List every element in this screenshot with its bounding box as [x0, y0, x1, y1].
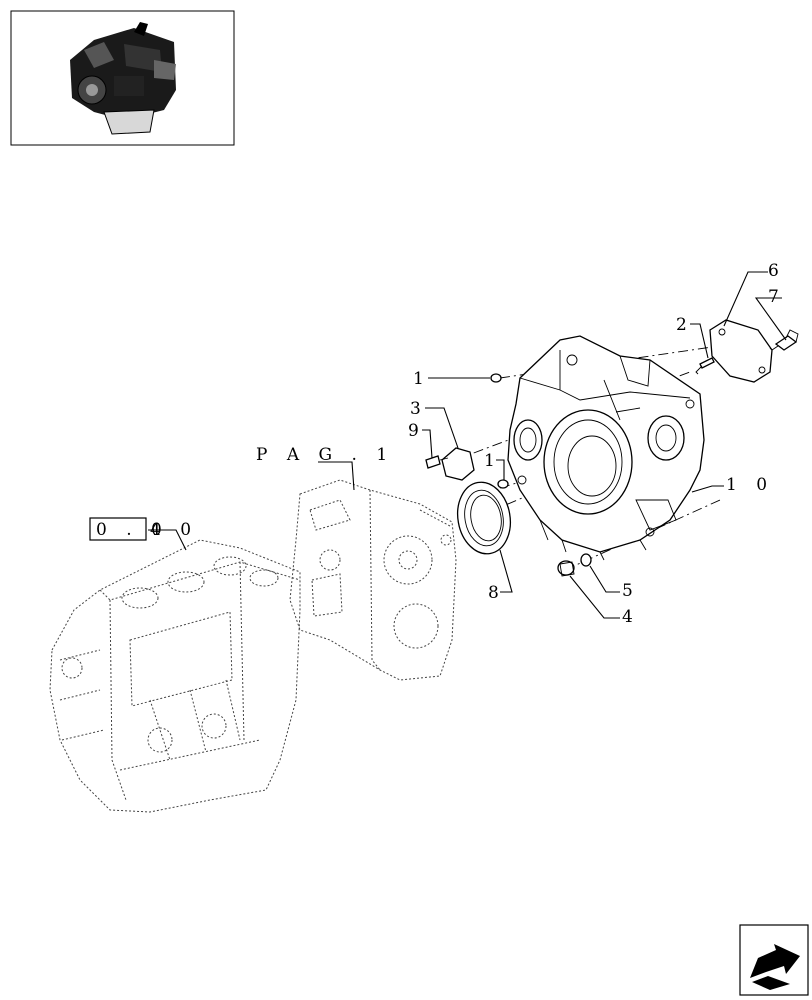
page-reference-link[interactable]: P A G . 1: [256, 445, 394, 465]
callout-6: 6: [768, 261, 779, 281]
callout-4: 4: [622, 607, 633, 627]
engine-thumbnail-icon[interactable]: [10, 10, 235, 146]
seal-ring-8[interactable]: [452, 478, 516, 558]
screw-2[interactable]: [695, 357, 715, 375]
callout-9: 9: [408, 421, 419, 441]
callout-10: 1 0: [726, 475, 774, 495]
callout-2: 2: [676, 315, 687, 335]
group-reference-box-text: 0 . 0: [96, 520, 169, 540]
plug-4[interactable]: [557, 560, 575, 577]
callout-5: 5: [622, 581, 633, 601]
dowel-1-lower[interactable]: [497, 479, 509, 489]
callout-7: 7: [768, 287, 779, 307]
callout-1-upper: 1: [413, 369, 424, 389]
flywheel-housing[interactable]: [507, 335, 705, 561]
leader-lines: [148, 271, 787, 619]
cover-plate[interactable]: [709, 319, 773, 383]
gear-housing-ghost: [289, 479, 457, 681]
callout-1-lower: 1: [484, 451, 495, 471]
dowel-1-upper[interactable]: [490, 373, 502, 383]
engine-block-ghost: [49, 539, 301, 813]
group-reference-link[interactable]: 0 . 0 4 0: [89, 517, 198, 541]
bolt-7[interactable]: [769, 329, 799, 351]
callout-3: 3: [410, 399, 421, 419]
callout-8: 8: [488, 583, 499, 603]
o-ring-5[interactable]: [580, 553, 592, 567]
small-cover-3[interactable]: [441, 447, 475, 481]
group-reference-tail-text: 4 0: [150, 520, 198, 540]
next-page-arrow-icon[interactable]: [739, 924, 809, 996]
screw-9[interactable]: [425, 455, 449, 469]
